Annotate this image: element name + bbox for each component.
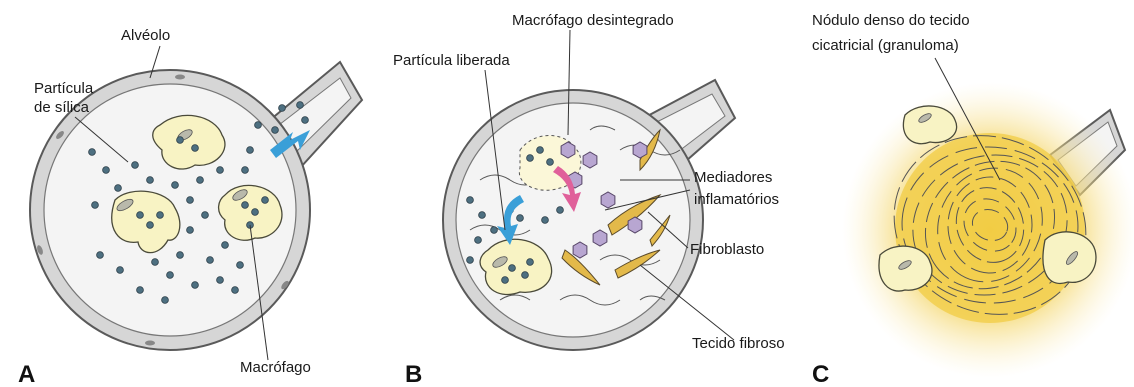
silica-particle: [297, 102, 304, 109]
label-mediadores-line2: inflamatórios: [694, 191, 779, 208]
silica-particle: [527, 155, 534, 162]
silica-particle: [97, 252, 104, 259]
silica-particle: [547, 159, 554, 166]
label-particula-line2: de sílica: [34, 99, 90, 116]
silica-particle: [222, 242, 229, 249]
silica-particle: [217, 167, 224, 174]
silica-particle: [197, 177, 204, 184]
silica-particle: [217, 277, 224, 284]
silica-particle: [132, 162, 139, 169]
silica-particle: [557, 207, 564, 214]
silica-particle: [89, 149, 96, 156]
silica-particle: [467, 197, 474, 204]
label-nodulo-line2: cicatricial (granuloma): [812, 37, 959, 54]
label-tecido-fibroso: Tecido fibroso: [692, 335, 785, 352]
silica-particle: [242, 167, 249, 174]
silica-particle: [192, 282, 199, 289]
macrophage-cell: [480, 239, 552, 294]
silica-particle: [237, 262, 244, 269]
panel-letter-a: A: [18, 361, 35, 387]
silica-particle: [202, 212, 209, 219]
silica-particle: [137, 212, 144, 219]
label-mediadores-line1: Mediadores: [694, 169, 772, 186]
silica-particle: [247, 147, 254, 154]
label-alveolo: Alvéolo: [121, 27, 170, 44]
panel-letter-c: C: [812, 361, 829, 387]
silica-particle: [187, 197, 194, 204]
silica-particle: [117, 267, 124, 274]
mediator-molecule: [593, 230, 607, 246]
silica-particle: [522, 272, 529, 279]
label-particula-liberada: Partícula liberada: [393, 52, 510, 69]
silica-particle: [475, 237, 482, 244]
silica-particle: [479, 212, 486, 219]
silica-particle: [527, 259, 534, 266]
silica-particle: [242, 202, 249, 209]
silica-particle: [272, 127, 279, 134]
mediator-molecule: [601, 192, 615, 208]
silica-particle: [187, 227, 194, 234]
macrophage-cell: [219, 185, 282, 240]
silica-particle: [157, 212, 164, 219]
label-macrofago-desintegrado: Macrófago desintegrado: [512, 12, 674, 29]
silica-particle: [137, 287, 144, 294]
label-macrofago: Macrófago: [240, 359, 311, 376]
mediator-molecule: [628, 217, 642, 233]
panel-letter-b: B: [405, 361, 422, 387]
silica-particle: [167, 272, 174, 279]
mediator-molecule: [583, 152, 597, 168]
silica-particle: [115, 185, 122, 192]
silica-particle: [103, 167, 110, 174]
silica-particle: [192, 145, 199, 152]
silica-particle: [177, 137, 184, 144]
panel-b: Macrófago desintegrado Partícula liberad…: [393, 12, 785, 387]
silica-particle: [517, 215, 524, 222]
silica-particle: [509, 265, 516, 272]
silica-particle: [162, 297, 169, 304]
label-nodulo-line1: Nódulo denso do tecido: [812, 12, 970, 29]
mediator-molecule: [633, 142, 647, 158]
silica-particle: [232, 287, 239, 294]
silica-particle: [92, 202, 99, 209]
silica-particle: [255, 122, 262, 129]
silica-particle: [502, 277, 509, 284]
mediator-molecule: [573, 242, 587, 258]
label-fibroblasto: Fibroblasto: [690, 241, 764, 258]
silica-particle: [491, 227, 498, 234]
silica-particle: [252, 209, 259, 216]
silica-particle: [262, 197, 269, 204]
mediator-molecule: [561, 142, 575, 158]
silica-particle: [302, 117, 309, 124]
silica-particle: [467, 257, 474, 264]
panel-c: Nódulo denso do tecido cicatricial (gran…: [812, 12, 1134, 387]
silica-particle: [177, 252, 184, 259]
silica-particle: [172, 182, 179, 189]
silica-particle: [147, 177, 154, 184]
label-particula-line1: Partícula: [34, 80, 94, 97]
silica-particle: [207, 257, 214, 264]
silica-particle: [279, 105, 286, 112]
macrophage-cell: [903, 106, 956, 144]
panel-a: Alvéolo Partícula de sílica Macrófago A: [18, 27, 362, 387]
silica-particle: [542, 217, 549, 224]
silica-particle: [152, 259, 159, 266]
silica-particle: [147, 222, 154, 229]
silica-particle: [537, 147, 544, 154]
